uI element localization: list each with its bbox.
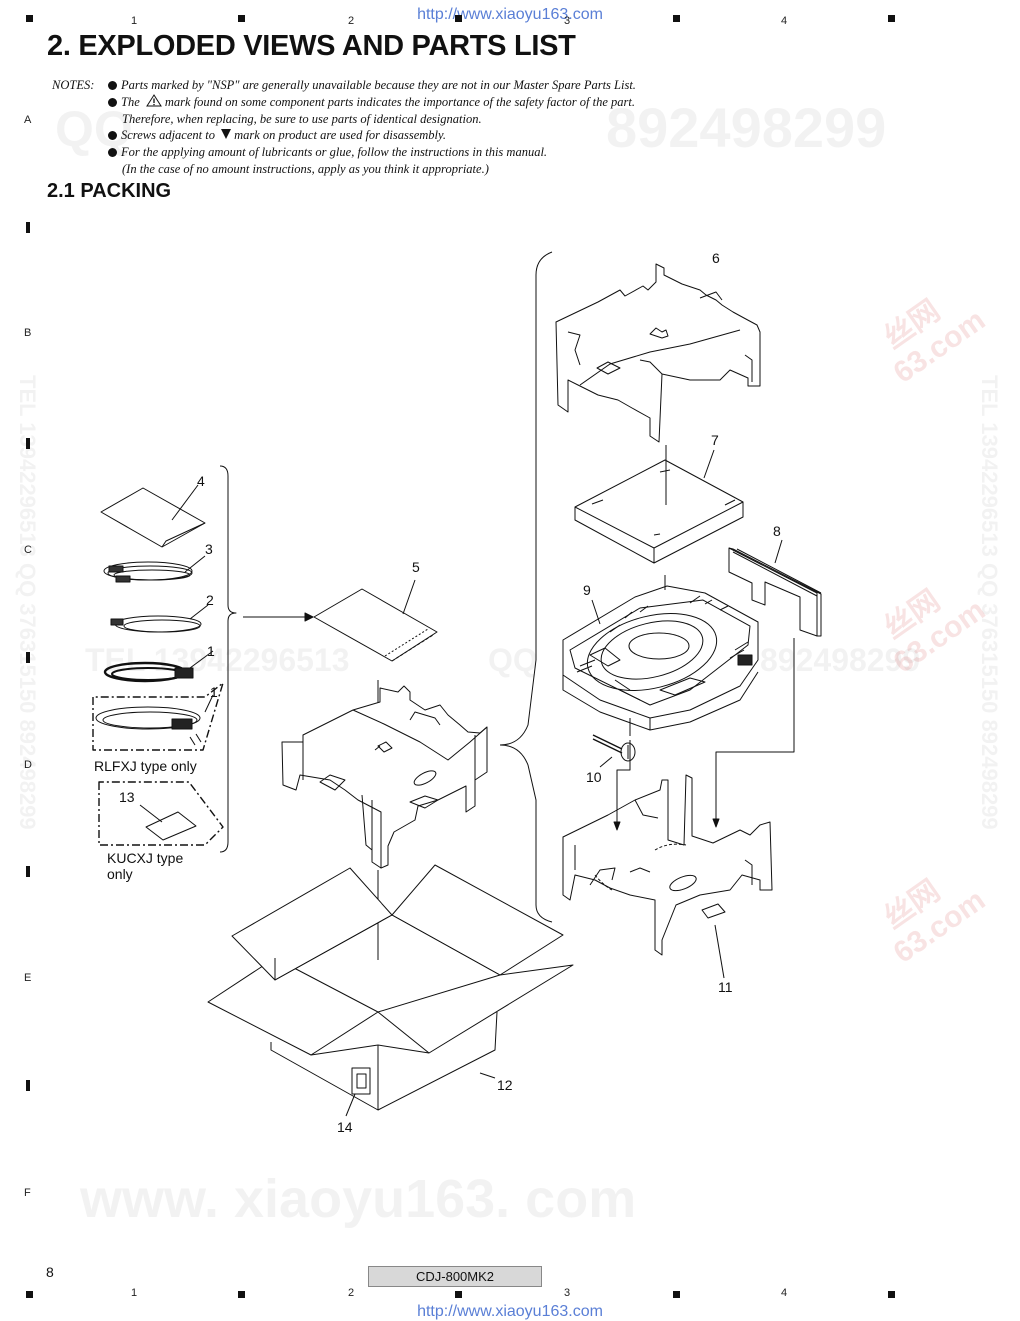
part-label: 1 [210, 684, 218, 700]
watermark-qq: QQ [55, 101, 133, 157]
note-line: Parts marked by "NSP" are generally unav… [108, 77, 636, 94]
registration-mark [26, 15, 33, 22]
note-line: (In the case of no amount instructions, … [122, 162, 489, 176]
section-title: 2.1 PACKING [47, 180, 172, 202]
watermark-tel: TEL 13942296513 [85, 642, 350, 678]
part-1-power-cord [103, 650, 214, 683]
part-label: 13 [119, 789, 135, 805]
part-label: 2 [206, 592, 214, 608]
note-line: Screws adjacent to mark on product are u… [108, 127, 446, 144]
bullet-icon [108, 81, 117, 90]
model-badge: CDJ-800MK2 [368, 1266, 542, 1287]
row-letter: B [24, 327, 32, 339]
part-2-control-cord [110, 604, 209, 633]
part-label: 1 [207, 643, 215, 659]
part-6-upper-pad [555, 263, 761, 443]
part-label: 3 [205, 541, 213, 557]
column-number: 2 [348, 15, 355, 27]
accessory-bracket [219, 465, 237, 853]
footer-url[interactable]: http://www.xiaoyu163.com [417, 1303, 603, 1320]
row-letter: A [24, 114, 32, 126]
row-letter: E [24, 972, 32, 984]
note-line: For the applying amount of lubricants or… [108, 144, 547, 161]
part-4-manual [100, 484, 206, 548]
part-label: 14 [337, 1119, 353, 1135]
registration-mark [26, 222, 30, 233]
part-label: 11 [718, 979, 733, 995]
part-label: 9 [583, 582, 591, 598]
registration-mark [238, 1291, 245, 1298]
watermark-site: www. xiaoyu163. com [80, 1169, 637, 1229]
part-label: 4 [197, 473, 205, 489]
assembly-brace [499, 251, 553, 923]
row-letter: D [24, 759, 32, 771]
part-12-carton [207, 864, 574, 1117]
column-number: 1 [131, 1287, 138, 1299]
lower-left-pad [281, 685, 488, 960]
column-number: 2 [348, 1287, 355, 1299]
part-label: 7 [711, 432, 719, 448]
registration-mark [673, 15, 680, 22]
note-line: The mark found on some component parts i… [108, 93, 635, 111]
watermark-number: 892498299 [606, 96, 887, 159]
column-number: 1 [131, 15, 138, 27]
bullet-icon [108, 131, 117, 141]
registration-mark [26, 866, 30, 877]
bullet-icon [108, 148, 117, 158]
part-label: 12 [497, 1077, 513, 1093]
column-number: 4 [781, 1287, 788, 1299]
registration-mark [26, 1080, 30, 1091]
registration-mark [238, 15, 245, 22]
page-number: 8 [46, 1264, 54, 1280]
notes-label: NOTES: [52, 78, 95, 92]
caution-triangle-icon [145, 93, 162, 107]
part-label: 5 [412, 559, 420, 575]
page-title: 2. EXPLODED VIEWS AND PARTS LIST [47, 30, 576, 62]
registration-mark [888, 1291, 895, 1298]
rlfxj-label: RLFXJ type only [94, 758, 197, 774]
kucxj-frame [98, 781, 224, 846]
part-3-audio-cable [103, 555, 206, 583]
row-letter: C [24, 544, 32, 556]
part-8-side-pad [728, 539, 822, 637]
registration-mark [26, 1291, 33, 1298]
registration-mark [455, 1291, 462, 1298]
registration-mark [888, 15, 895, 22]
part-label: 6 [712, 250, 720, 266]
kucxj-label: only [107, 866, 133, 882]
watermark-qq-mid: QQ [488, 642, 538, 678]
part-5-bag [313, 579, 438, 662]
watermark-number-mid: 892498299 [760, 642, 921, 678]
column-number: 4 [781, 15, 788, 27]
registration-mark [26, 438, 30, 449]
part-label: 10 [586, 769, 602, 785]
note-line: Therefore, when replacing, be sure to us… [122, 111, 482, 126]
kucxj-label: KUCXJ type [107, 850, 183, 866]
part-7-tray [574, 445, 744, 564]
registration-mark [455, 15, 462, 22]
part-label: 8 [773, 523, 781, 539]
part-9-cdj-unit [562, 585, 759, 736]
rlfxj-frame [92, 682, 224, 751]
column-number: 3 [564, 15, 571, 27]
registration-mark [673, 1291, 680, 1298]
down-triangle-icon [221, 129, 232, 140]
registration-mark [26, 652, 30, 663]
part-10-screw [592, 734, 636, 768]
bullet-icon [108, 97, 117, 107]
row-letter: F [24, 1187, 31, 1199]
header-url[interactable]: http://www.xiaoyu163.com [417, 6, 603, 23]
column-number: 3 [564, 1287, 571, 1299]
part-11-lower-pad [562, 774, 773, 979]
